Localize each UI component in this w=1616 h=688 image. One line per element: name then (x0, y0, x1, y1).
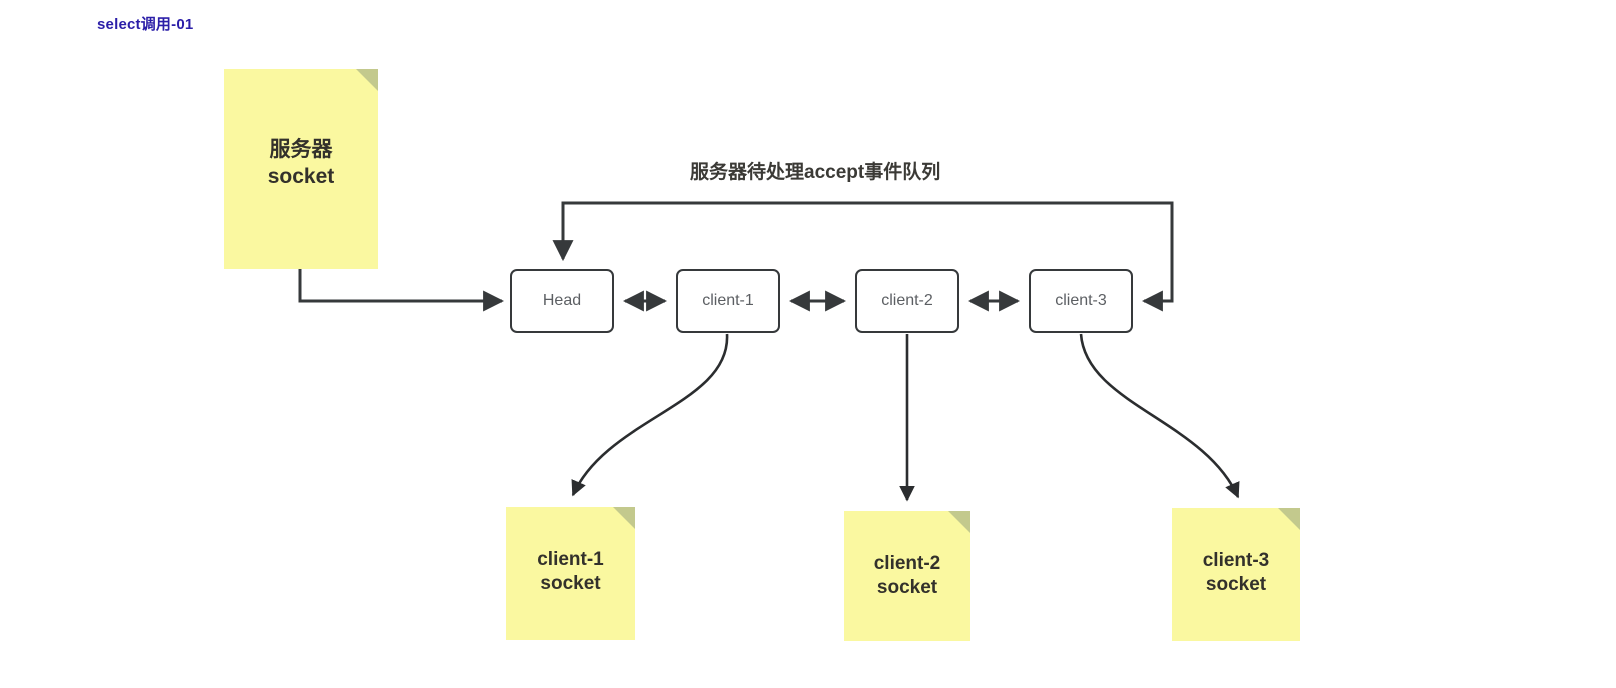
note-server-socket[interactable]: 服务器 socket (224, 69, 378, 269)
edge-client3-to-socket (1079, 333, 1240, 499)
note-client-2-socket[interactable]: client-2 socket (844, 511, 970, 641)
page-fold-icon (613, 507, 635, 529)
page-fold-icon (356, 69, 378, 91)
edge-client1-to-socket (571, 333, 729, 497)
node-client-1[interactable]: client-1 (676, 269, 780, 333)
page-fold-icon (1278, 508, 1300, 530)
node-head[interactable]: Head (510, 269, 614, 333)
note-label: client-3 socket (1202, 550, 1270, 596)
note-label: client-1 socket (537, 549, 604, 595)
note-client-1-socket[interactable]: client-1 socket (506, 507, 635, 640)
note-client-3-socket[interactable]: client-3 socket (1172, 508, 1300, 641)
edge-client3-loop-head (552, 201, 1174, 312)
edge-server-to-head (298, 269, 505, 312)
node-client-3[interactable]: client-3 (1029, 269, 1133, 333)
note-label: 服务器 socket (267, 138, 335, 188)
note-label: client-2 socket (873, 553, 941, 599)
page-fold-icon (948, 511, 970, 533)
node-client-2[interactable]: client-2 (855, 269, 959, 333)
queue-label: 服务器待处理accept事件队列 (690, 162, 941, 183)
page-title: select调用-01 (97, 16, 194, 33)
